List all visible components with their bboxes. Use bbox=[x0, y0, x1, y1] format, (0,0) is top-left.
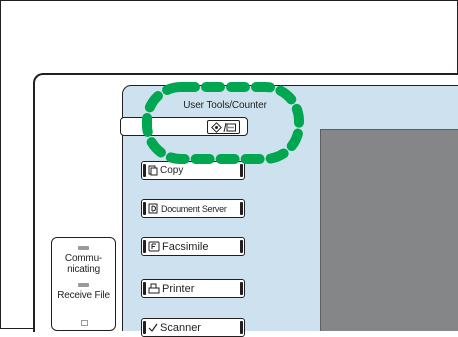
facsimile-icon bbox=[148, 241, 160, 252]
communicating-label: Commu- nicating bbox=[64, 253, 103, 275]
document-server-icon bbox=[148, 203, 158, 214]
display-screen bbox=[320, 129, 458, 331]
copy-key-label: Copy bbox=[160, 165, 184, 176]
user-tools-counter-icon bbox=[210, 121, 236, 133]
copy-key[interactable]: Copy bbox=[141, 161, 245, 180]
envelope-icon bbox=[81, 320, 88, 326]
status-indicator-area: Commu- nicating Receive File bbox=[51, 237, 116, 331]
user-tools-counter-label: User Tools/Counter bbox=[183, 100, 267, 111]
receive-file-label: Receive File bbox=[57, 290, 110, 301]
printer-key[interactable]: Printer bbox=[141, 279, 245, 298]
scanner-icon bbox=[148, 323, 158, 332]
printer-icon bbox=[148, 283, 160, 294]
user-tools-counter-key[interactable] bbox=[207, 120, 240, 134]
receive-file-led bbox=[78, 283, 89, 287]
communicating-led bbox=[78, 246, 89, 250]
copy-icon bbox=[148, 165, 158, 176]
facsimile-key[interactable]: Facsimile bbox=[141, 237, 245, 256]
scanner-key-label: Scanner bbox=[160, 322, 201, 334]
document-server-key[interactable]: Document Server bbox=[141, 199, 245, 218]
scanner-key[interactable]: Scanner bbox=[141, 318, 245, 337]
facsimile-key-label: Facsimile bbox=[162, 240, 209, 253]
printer-key-label: Printer bbox=[162, 282, 195, 295]
document-server-key-label: Document Server bbox=[161, 203, 227, 214]
